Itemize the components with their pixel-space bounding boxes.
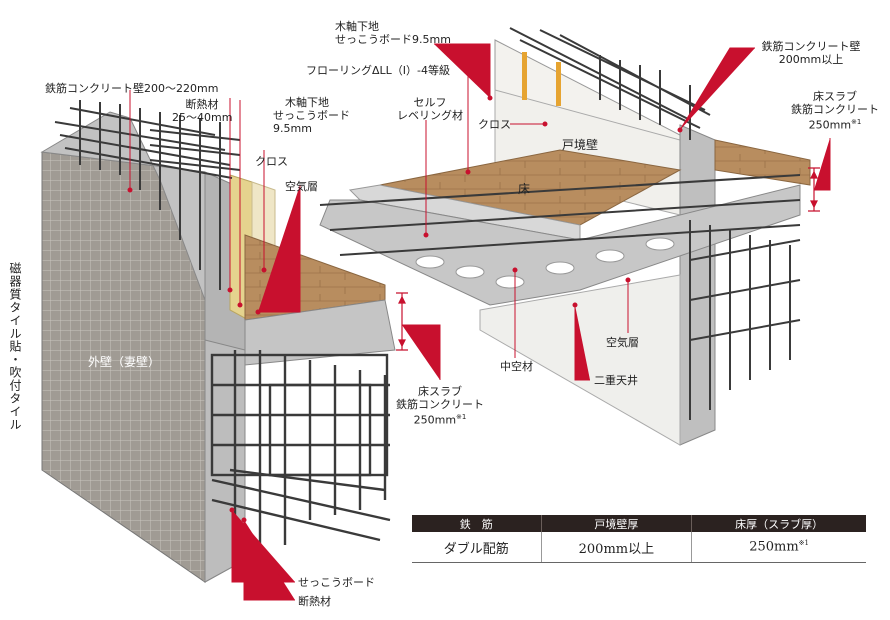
rc-wall-right-top — [714, 139, 811, 186]
label-slab-right-line3: 250mm※1 — [780, 116, 890, 132]
label-slab-left-line1: 床スラブ — [418, 385, 462, 398]
spec-table-slab-note: ※1 — [798, 539, 809, 548]
label-floor: 床 — [518, 182, 531, 196]
label-exterior-wall: 外壁（妻壁） — [88, 355, 161, 369]
right-floor-block — [319, 27, 811, 446]
label-rc-wall-right-line2: 200mm以上 — [778, 53, 844, 66]
label-slab-left-value: 250mm — [413, 413, 457, 427]
spec-table-header-rebar: 鉄 筋 — [412, 515, 542, 532]
spec-table-cell-wall-thickness: 200mm以上 — [541, 532, 693, 563]
label-wood-frame-left-line2: せっこうボード — [273, 109, 350, 122]
label-slab-left-line2: 鉄筋コンクリート — [396, 398, 484, 411]
wood-studs — [522, 52, 561, 106]
left-wall-block — [40, 100, 396, 583]
dimension-markers — [396, 167, 820, 351]
label-wood-frame-left-line1: 木軸下地 — [285, 96, 329, 109]
label-slab-left-line3: 250mm※1 — [390, 411, 490, 427]
rebar-cage-top — [54, 100, 241, 290]
spec-table-header-wall-thickness: 戸境壁厚 — [541, 515, 693, 532]
label-rc-wall-left: 鉄筋コンクリート壁200～220mm — [45, 82, 219, 95]
label-slab-right: 床スラブ 鉄筋コンクリート 250mm※1 — [780, 90, 890, 132]
label-slab-right-line2: 鉄筋コンクリート — [791, 103, 879, 116]
label-wood-frame-top-line2: せっこうボード9.5mm — [335, 33, 451, 46]
label-self-leveling-line2: レベリング材 — [397, 109, 463, 122]
label-slab-right-line1: 床スラブ — [813, 90, 857, 103]
label-air-layer-right: 空気層 — [606, 336, 639, 349]
spec-table-header-row: 鉄 筋 戸境壁厚 床厚（スラブ厚） — [412, 515, 866, 532]
label-insulation-top-line1: 断熱材 — [185, 98, 219, 111]
label-slab-left-note: ※1 — [456, 413, 467, 421]
label-hollow-core: 中空材 — [500, 360, 533, 373]
label-wood-frame-top-line1: 木軸下地 — [335, 20, 379, 33]
label-wood-frame-left-line3: 9.5mm — [273, 122, 312, 135]
label-insulation-top: 断熱材 25～40mm — [172, 98, 232, 124]
label-rc-wall-right: 鉄筋コンクリート壁 200mm以上 — [756, 40, 866, 66]
label-cloth-left: クロス — [255, 155, 288, 168]
rebar-cage-bottom — [210, 350, 391, 545]
label-slab-right-value: 250mm — [808, 118, 852, 132]
label-wood-frame-top: 木軸下地 せっこうボード9.5mm — [335, 20, 451, 46]
spec-table-cell-rebar: ダブル配筋 — [412, 532, 542, 563]
label-gypsum-bottom: せっこうボード — [298, 576, 375, 589]
label-insulation-bottom: 断熱材 — [298, 595, 331, 608]
label-insulation-top-line2: 25～40mm — [172, 111, 233, 124]
hollow-cores — [415, 237, 675, 289]
label-party-wall: 戸境壁 — [562, 138, 599, 152]
label-self-leveling-line1: セルフ — [413, 96, 447, 109]
spec-table-slab-value: 250mm — [749, 539, 799, 555]
spec-table-header-slab-thickness: 床厚（スラブ厚） — [691, 515, 866, 532]
label-self-leveling: セルフ レベリング材 — [395, 96, 465, 122]
label-air-layer-left: 空気層 — [285, 180, 318, 193]
label-cloth-right: クロス — [478, 118, 511, 131]
label-rc-wall-right-line1: 鉄筋コンクリート壁 — [761, 40, 861, 53]
spec-table: 鉄 筋 戸境壁厚 床厚（スラブ厚） ダブル配筋 200mm以上 250mm※1 — [412, 515, 866, 563]
spec-table-cell-slab-thickness: 250mm※1 — [691, 532, 866, 563]
label-exterior-finish: 磁器質タイル貼・吹付タイル — [8, 262, 22, 431]
label-flooring: フローリングΔLL（I）-4等級 — [306, 64, 450, 77]
label-double-ceiling: 二重天井 — [594, 374, 638, 387]
label-slab-left: 床スラブ 鉄筋コンクリート 250mm※1 — [390, 385, 490, 427]
label-wood-frame-left: 木軸下地 せっこうボード 9.5mm — [273, 96, 350, 135]
rebar-right — [319, 27, 801, 420]
spec-table-row: ダブル配筋 200mm以上 250mm※1 — [412, 532, 866, 563]
leader-lines — [127, 43, 831, 601]
label-slab-right-note: ※1 — [851, 118, 862, 126]
